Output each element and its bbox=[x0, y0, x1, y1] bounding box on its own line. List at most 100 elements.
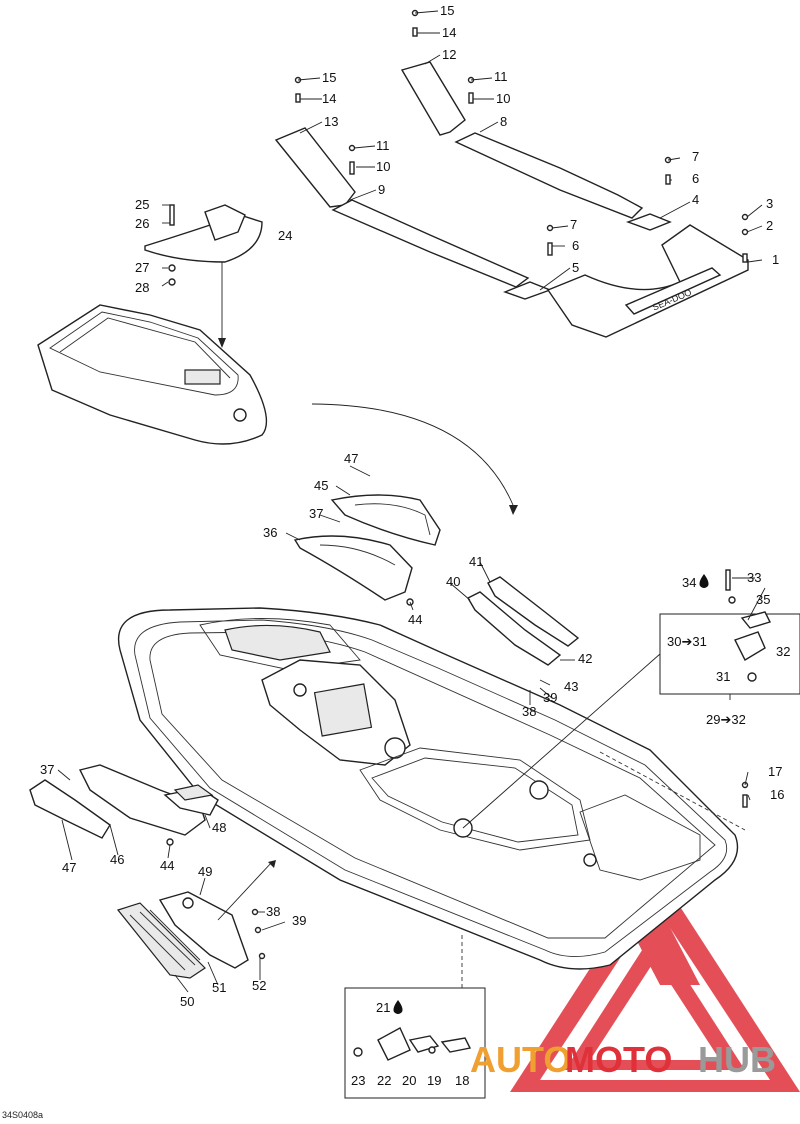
callout-21: 21 bbox=[376, 1000, 390, 1015]
callout-51: 51 bbox=[212, 980, 226, 995]
callout-5: 5 bbox=[572, 260, 579, 275]
storage-tray-assembly bbox=[37, 204, 268, 445]
deck-mats-group: SEA-DOO bbox=[274, 61, 749, 338]
grille-part-50 bbox=[116, 902, 206, 979]
callout-33: 33 bbox=[747, 570, 761, 585]
callout-4: 4 bbox=[692, 192, 699, 207]
callout-52: 52 bbox=[252, 978, 266, 993]
callout-43: 43 bbox=[564, 679, 578, 694]
watermark-brand: AUTO MOTO HUB bbox=[470, 1039, 776, 1080]
watermark-text-auto: AUTO bbox=[470, 1039, 571, 1080]
callout-6a: 6 bbox=[692, 171, 699, 186]
callout-7b: 7 bbox=[570, 217, 577, 232]
callout-34: 34 bbox=[682, 575, 696, 590]
callout-11a: 11 bbox=[494, 69, 508, 84]
trim-part-47 bbox=[29, 779, 111, 839]
mat-part-13 bbox=[274, 127, 356, 208]
callout-47b: 47 bbox=[62, 860, 76, 875]
grille-part-49 bbox=[158, 891, 249, 969]
callout-49: 49 bbox=[198, 864, 212, 879]
mat-part-12 bbox=[400, 61, 466, 136]
callout-40: 40 bbox=[446, 574, 460, 589]
callout-12: 12 bbox=[442, 47, 456, 62]
callout-9: 9 bbox=[378, 182, 385, 197]
callout-10b: 10 bbox=[376, 159, 390, 174]
callout-44b: 44 bbox=[160, 858, 174, 873]
storage-cover-latch bbox=[204, 204, 246, 241]
callout-23: 23 bbox=[351, 1073, 365, 1088]
callout-39a: 39 bbox=[543, 690, 557, 705]
callout-15a: 15 bbox=[440, 3, 454, 18]
mat-part-8 bbox=[454, 132, 644, 219]
callout-35: 35 bbox=[756, 592, 770, 607]
callout-19: 19 bbox=[427, 1073, 441, 1088]
callout-50: 50 bbox=[180, 994, 194, 1009]
mat-part-9 bbox=[331, 199, 530, 288]
mat-logo-badge bbox=[624, 267, 722, 315]
callout-32: 32 bbox=[776, 644, 790, 659]
callout-6b: 6 bbox=[572, 238, 579, 253]
callout-47a: 47 bbox=[344, 451, 358, 466]
callout-41: 41 bbox=[469, 554, 483, 569]
callout-26: 26 bbox=[135, 216, 149, 231]
callout-13: 13 bbox=[324, 114, 338, 129]
callout-22: 22 bbox=[377, 1073, 391, 1088]
callout-29-32: 29➔32 bbox=[706, 712, 746, 727]
callout-17: 17 bbox=[768, 764, 782, 779]
rail-part-41 bbox=[487, 576, 580, 647]
leader-lines bbox=[57, 10, 766, 993]
callout-labels: 1 2 3 4 5 6 6 7 7 8 9 10 10 11 11 12 13 … bbox=[40, 3, 790, 1088]
callout-14a: 14 bbox=[442, 25, 456, 40]
mat-fasteners bbox=[294, 9, 749, 263]
callout-14b: 14 bbox=[322, 91, 336, 106]
callout-31: 31 bbox=[716, 669, 730, 684]
callout-11b: 11 bbox=[376, 138, 390, 153]
callout-39b: 39 bbox=[292, 913, 306, 928]
mat-part-4 bbox=[625, 213, 672, 231]
callout-42: 42 bbox=[578, 651, 592, 666]
watermark-text-hub: HUB bbox=[698, 1039, 776, 1080]
callout-37a: 37 bbox=[309, 506, 323, 521]
cover-part-36 bbox=[293, 535, 413, 601]
callout-24: 24 bbox=[278, 228, 292, 243]
callout-20: 20 bbox=[402, 1073, 416, 1088]
callout-38a: 38 bbox=[522, 704, 536, 719]
footrest-assembly bbox=[29, 764, 219, 839]
callout-48: 48 bbox=[212, 820, 226, 835]
callout-18: 18 bbox=[455, 1073, 469, 1088]
callout-38b: 38 bbox=[266, 904, 280, 919]
callout-46: 46 bbox=[110, 852, 124, 867]
storage-cover-part-24 bbox=[144, 214, 263, 263]
callout-15b: 15 bbox=[322, 70, 336, 85]
cover-part-45 bbox=[330, 494, 441, 546]
reference-code: 34S0408a bbox=[2, 1110, 43, 1120]
mat-part-1 bbox=[546, 224, 749, 338]
front-covers bbox=[293, 494, 441, 601]
misc-fasteners bbox=[166, 598, 749, 960]
callout-45: 45 bbox=[314, 478, 328, 493]
callout-36: 36 bbox=[263, 525, 277, 540]
watermark-text-moto: MOTO bbox=[565, 1039, 672, 1080]
callout-10a: 10 bbox=[496, 91, 510, 106]
side-rails bbox=[467, 576, 580, 666]
callout-28: 28 bbox=[135, 280, 149, 295]
callout-16: 16 bbox=[770, 787, 784, 802]
rail-part-40 bbox=[467, 591, 562, 666]
callout-7a: 7 bbox=[692, 149, 699, 164]
oil-drop-icon-2 bbox=[699, 574, 709, 588]
callout-44a: 44 bbox=[408, 612, 422, 627]
callout-27: 27 bbox=[135, 260, 149, 275]
storage-bin bbox=[37, 304, 268, 445]
callout-37b: 37 bbox=[40, 762, 54, 777]
hull-body bbox=[118, 607, 746, 970]
callout-30-31: 30➔31 bbox=[667, 634, 707, 649]
callout-8: 8 bbox=[500, 114, 507, 129]
detail-circle-b bbox=[529, 780, 549, 800]
oil-drop-icon bbox=[393, 1000, 403, 1014]
assembly-arrow-icon bbox=[311, 403, 514, 506]
trim-part-46 bbox=[78, 764, 206, 836]
callout-25: 25 bbox=[135, 197, 149, 212]
callout-2: 2 bbox=[766, 218, 773, 233]
